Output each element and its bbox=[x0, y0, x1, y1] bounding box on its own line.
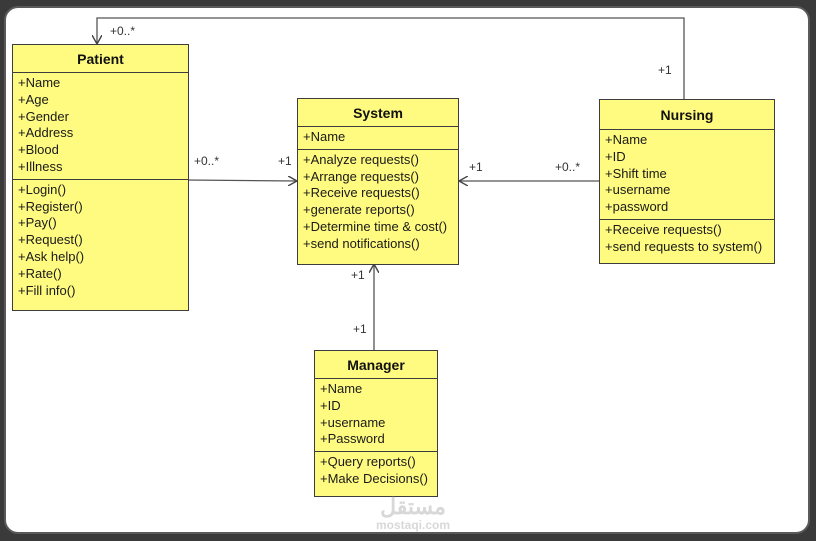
patient-class-name: Patient bbox=[13, 45, 188, 73]
multiplicity-label: +1 bbox=[278, 154, 292, 168]
manager-class-name: Manager bbox=[315, 351, 437, 379]
attribute: +Name bbox=[605, 132, 648, 147]
attribute: +Address bbox=[18, 125, 74, 141]
attribute: +ID bbox=[320, 397, 341, 413]
method: +Rate() bbox=[18, 265, 62, 281]
method: +Make Decisions() bbox=[320, 470, 429, 486]
patient-class: Patient +Name +Age +Gender +Address +Blo… bbox=[12, 44, 189, 311]
association-lines bbox=[6, 17, 685, 350]
method: +Fill info() bbox=[18, 282, 76, 298]
system-class-name: System bbox=[298, 99, 458, 127]
method: +Analyze requests() bbox=[303, 151, 419, 167]
multiplicity-label: +1 bbox=[353, 322, 367, 336]
method: +generate reports() bbox=[303, 202, 415, 218]
method: +Register() bbox=[18, 198, 83, 214]
attribute: +Name bbox=[18, 75, 61, 90]
attribute: +ID bbox=[605, 148, 626, 164]
attribute: +Password bbox=[320, 431, 385, 447]
system-attributes: +Name bbox=[298, 127, 458, 150]
attribute: +Illness bbox=[18, 158, 63, 174]
attribute: +Gender bbox=[18, 108, 69, 124]
method: +Ask help() bbox=[18, 248, 85, 264]
nursing-attributes: +Name +ID +Shift time +username +passwor… bbox=[600, 130, 774, 220]
attribute: +Name bbox=[303, 129, 346, 144]
method: +Determine time & cost() bbox=[303, 218, 448, 234]
method: +send notifications() bbox=[303, 235, 420, 251]
nursing-class: Nursing +Name +ID +Shift time +username … bbox=[599, 99, 775, 264]
method: +Receive requests() bbox=[303, 185, 420, 201]
multiplicity-label: +1 bbox=[469, 160, 483, 174]
attribute: +Name bbox=[320, 381, 363, 396]
attribute: +Age bbox=[18, 91, 49, 107]
attribute: +username bbox=[320, 414, 386, 430]
multiplicity-label: +1 bbox=[658, 63, 672, 77]
method: +Login() bbox=[18, 181, 67, 197]
manager-methods: +Query reports() +Make Decisions() bbox=[315, 452, 437, 491]
multiplicity-label: +1 bbox=[351, 268, 365, 282]
system-methods: +Analyze requests() +Arrange requests() … bbox=[298, 150, 458, 256]
system-class: System +Name +Analyze requests() +Arrang… bbox=[297, 98, 459, 265]
attribute: +password bbox=[605, 199, 669, 215]
attribute: +Blood bbox=[18, 142, 59, 158]
attribute: +username bbox=[605, 182, 671, 198]
patient-system-line bbox=[184, 180, 297, 181]
method: +Request() bbox=[18, 232, 83, 248]
nursing-methods: +Receive requests() +send requests to sy… bbox=[600, 220, 774, 259]
method: +send requests to system() bbox=[605, 238, 763, 254]
method: +Pay() bbox=[18, 215, 57, 231]
manager-class: Manager +Name +ID +username +Password +Q… bbox=[314, 350, 438, 497]
watermark-logo: مستقل bbox=[380, 494, 446, 519]
multiplicity-label: +0..* bbox=[110, 24, 136, 38]
attribute: +Shift time bbox=[605, 165, 667, 181]
multiplicity-label: +0..* bbox=[194, 154, 220, 168]
watermark-site: mostaqi.com bbox=[375, 518, 450, 532]
nursing-patient-line bbox=[97, 17, 685, 99]
method: +Query reports() bbox=[320, 454, 416, 470]
method: +Arrange requests() bbox=[303, 168, 419, 184]
watermark: مستقل mostaqi.com bbox=[358, 494, 468, 533]
manager-attributes: +Name +ID +username +Password bbox=[315, 379, 437, 453]
patient-methods: +Login() +Register() +Pay() +Request() +… bbox=[13, 180, 188, 303]
nursing-class-name: Nursing bbox=[600, 100, 774, 130]
diagram-canvas: Patient +Name +Age +Gender +Address +Blo… bbox=[4, 6, 810, 534]
patient-attributes: +Name +Age +Gender +Address +Blood +Illn… bbox=[13, 73, 188, 180]
multiplicity-label: +0..* bbox=[555, 160, 581, 174]
method: +Receive requests() bbox=[605, 221, 722, 237]
